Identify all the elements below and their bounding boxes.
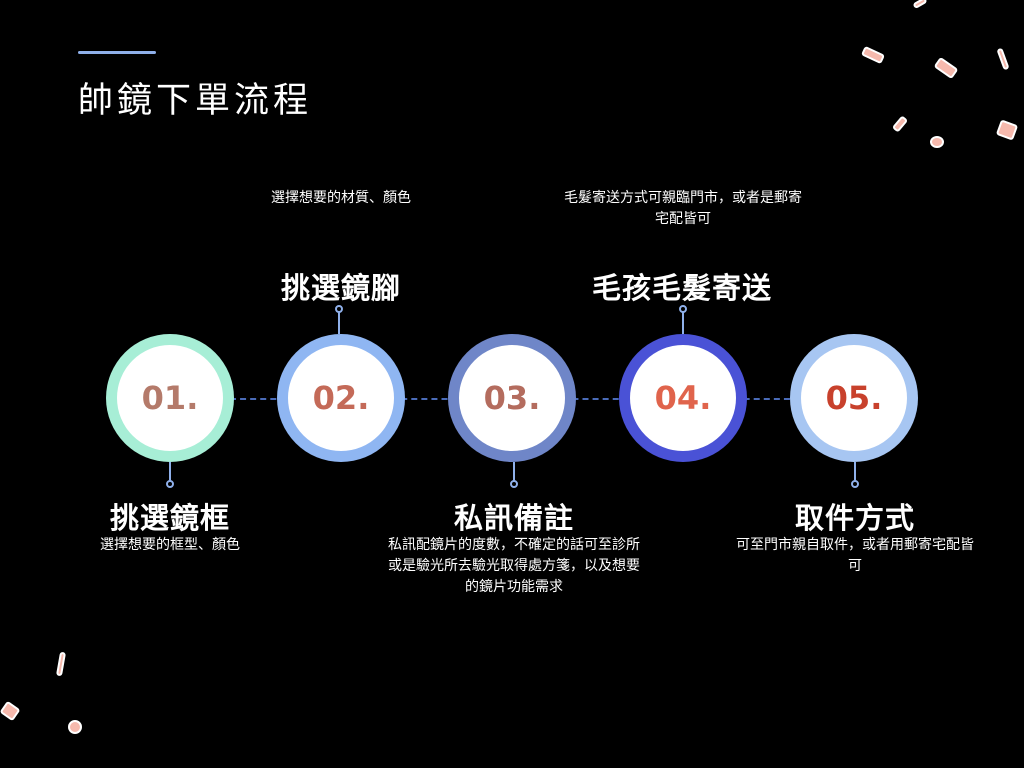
- step-5-label: 取件方式: [794, 501, 915, 535]
- confetti-decoration: [995, 119, 1019, 141]
- confetti-decoration: [860, 45, 886, 65]
- step-1-description: 選擇想要的框型、顏色: [100, 537, 240, 553]
- step-4-label: 毛孩毛髮寄送: [591, 271, 772, 305]
- step-2-label: 挑選鏡腳: [280, 271, 401, 305]
- confetti-decoration: [912, 0, 928, 10]
- step-3-number: 03.: [483, 379, 541, 417]
- step-2-circle: 02.: [277, 334, 405, 462]
- step-4-number: 04.: [654, 379, 712, 417]
- step-3-label: 私訊備註: [453, 501, 574, 535]
- confetti-decoration: [930, 136, 944, 148]
- step-5-description: 可至門市親自取件，或者用郵寄宅配皆可: [736, 537, 974, 574]
- step-4-description: 毛髮寄送方式可親臨門市，或者是郵寄宅配皆可: [564, 190, 802, 227]
- confetti-decoration: [55, 651, 67, 677]
- step-1-number: 01.: [141, 379, 199, 417]
- step-2-dot: [335, 305, 343, 313]
- step-2-description: 選擇想要的材質、顏色: [271, 190, 411, 206]
- step-4-circle: 04.: [619, 334, 747, 462]
- step-5-number: 05.: [825, 379, 883, 417]
- step-4-dot: [679, 305, 687, 313]
- confetti-decoration: [0, 700, 21, 722]
- confetti-decoration: [933, 56, 959, 80]
- step-2-number: 02.: [312, 379, 370, 417]
- confetti-decoration: [996, 47, 1010, 71]
- step-5-circle: 05.: [790, 334, 918, 462]
- step-1-circle: 01.: [106, 334, 234, 462]
- step-5-dot: [851, 480, 859, 488]
- step-3-stem: [513, 462, 515, 482]
- step-3-dot: [510, 480, 518, 488]
- step-1-stem: [169, 462, 171, 482]
- step-3-circle: 03.: [448, 334, 576, 462]
- step-1-label: 挑選鏡框: [109, 501, 230, 535]
- confetti-decoration: [68, 720, 82, 734]
- step-4-stem: [682, 312, 684, 334]
- step-2-stem: [338, 312, 340, 334]
- title-accent-bar: [78, 51, 156, 54]
- step-3-description: 私訊配鏡片的度數，不確定的話可至診所或是驗光所去驗光取得處方箋，以及想要的鏡片功…: [388, 537, 640, 595]
- step-5-stem: [854, 462, 856, 482]
- step-1-dot: [166, 480, 174, 488]
- confetti-decoration: [891, 115, 909, 133]
- page-title: 帥鏡下單流程: [78, 81, 313, 121]
